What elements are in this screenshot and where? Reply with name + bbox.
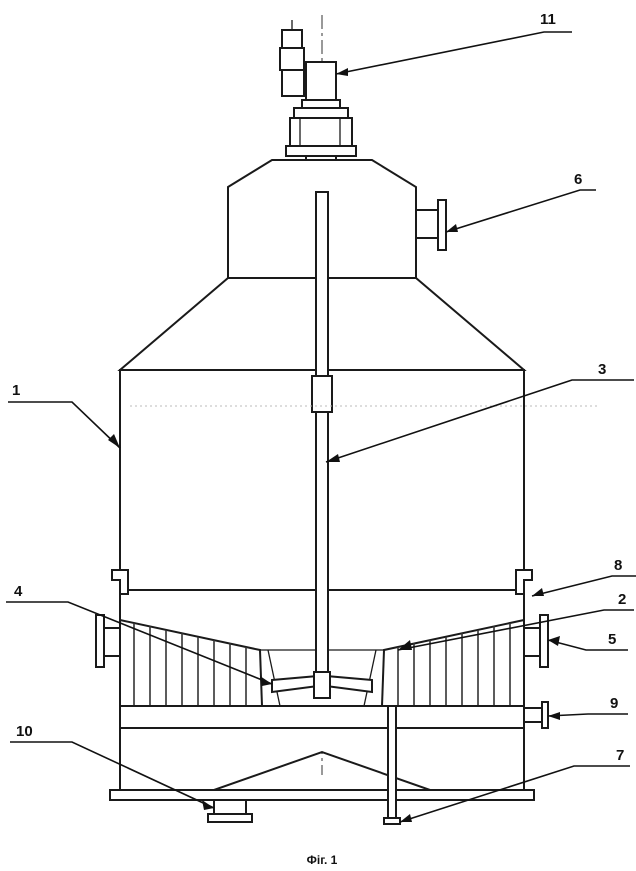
arrow-heads xyxy=(108,68,560,822)
callout-9: 9 xyxy=(610,695,618,712)
callout-4: 4 xyxy=(14,583,23,600)
nozzle-9 xyxy=(523,701,549,729)
callout-7: 7 xyxy=(616,747,624,764)
pipe-left xyxy=(111,569,129,595)
outlet-nozzle-6 xyxy=(415,199,447,251)
callout-1: 1 xyxy=(12,382,20,399)
side-nozzle-left xyxy=(95,614,121,668)
callout-5: 5 xyxy=(608,631,616,648)
bottom-base xyxy=(109,705,535,823)
leader-lines xyxy=(6,31,636,823)
figure-caption: Фіг. 1 xyxy=(307,853,338,867)
shaft-3 xyxy=(311,191,333,679)
dip-tube-7 xyxy=(383,705,401,825)
callout-11: 11 xyxy=(540,11,556,28)
left-hatching xyxy=(133,623,247,706)
pipe-right-8 xyxy=(515,569,533,595)
callout-6: 6 xyxy=(574,171,582,188)
callout-10: 10 xyxy=(16,723,33,740)
right-hatching xyxy=(397,623,511,706)
callout-3: 3 xyxy=(598,361,606,378)
side-nozzle-right-5 xyxy=(523,614,549,668)
callout-2: 2 xyxy=(618,591,626,608)
agitator-4 xyxy=(271,671,373,699)
callout-8: 8 xyxy=(614,557,622,574)
